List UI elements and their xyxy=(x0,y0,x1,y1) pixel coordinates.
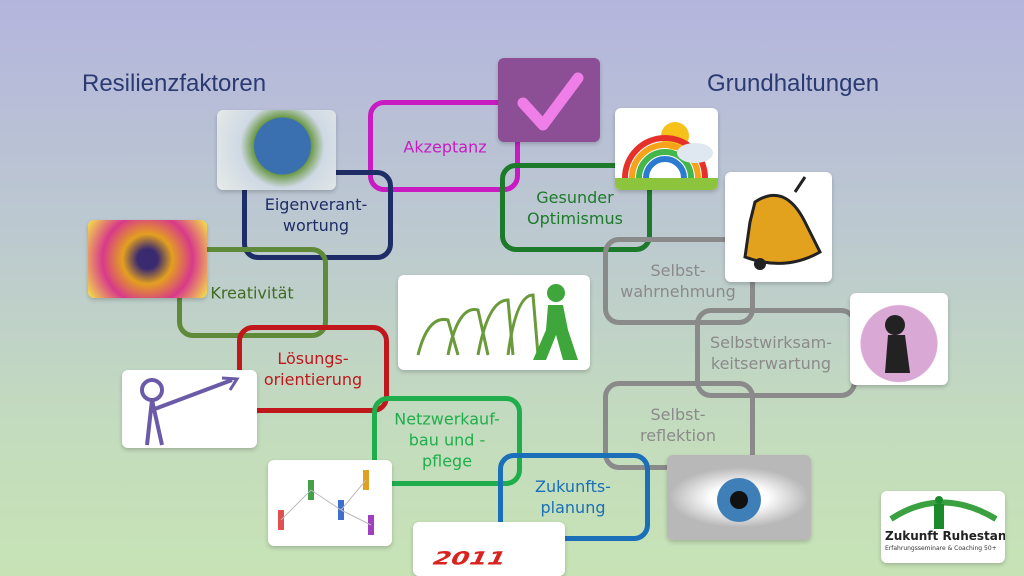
box-loesungsorientierung xyxy=(237,325,389,413)
label-loesungsorientierung: Lösungs- orientierung xyxy=(263,349,363,389)
box-zukunftsplanung xyxy=(498,453,650,541)
box-optimismus xyxy=(500,163,652,252)
walking-figures-image xyxy=(398,275,590,370)
logo-tagline: Erfahrungsseminare & Coaching 50+ xyxy=(885,545,997,552)
logo-name: Zukunft Ruhestand xyxy=(885,529,1005,543)
rainbow-image xyxy=(615,108,718,190)
label-selbstreflektion: Selbst- reflektion xyxy=(640,405,716,445)
label-selbstwahrnehmung: Selbst- wahrnehmung xyxy=(620,261,736,301)
box-netzwerk xyxy=(372,396,522,486)
network-people-image xyxy=(268,460,392,546)
label-optimismus: Gesunder Optimismus xyxy=(527,188,623,228)
label-zukunftsplanung: Zukunfts- planung xyxy=(535,477,611,517)
year-label: 2011 xyxy=(428,548,511,570)
label-eigenverantwortung: Eigenverant- wortung xyxy=(264,195,368,235)
title-grundhaltungen: Grundhaltungen xyxy=(707,70,880,97)
year-2011-image: 2011 xyxy=(413,522,565,576)
label-netzwerk: Netzwerkauf- bau und - pflege xyxy=(394,409,500,471)
label-kreativitaet: Kreativität xyxy=(210,283,294,303)
box-akzeptanz xyxy=(368,100,520,192)
silhouette-heart-image xyxy=(850,293,948,385)
logo-zukunft-ruhestand: Zukunft Ruhestand Erfahrungsseminare & C… xyxy=(881,491,1005,563)
eye-image xyxy=(667,455,811,540)
title-resilienzfaktoren: Resilienzfaktoren xyxy=(82,70,267,97)
butterfly-image xyxy=(88,220,207,298)
arrow-figure-image xyxy=(122,370,257,448)
label-akzeptanz: Akzeptanz xyxy=(403,137,487,157)
earth-hands-image xyxy=(217,110,336,190)
checkmark-icon xyxy=(498,58,600,142)
label-selbstwirksamkeit: Selbstwirksam- keitserwartung xyxy=(709,333,833,373)
bell-icon xyxy=(725,172,832,282)
